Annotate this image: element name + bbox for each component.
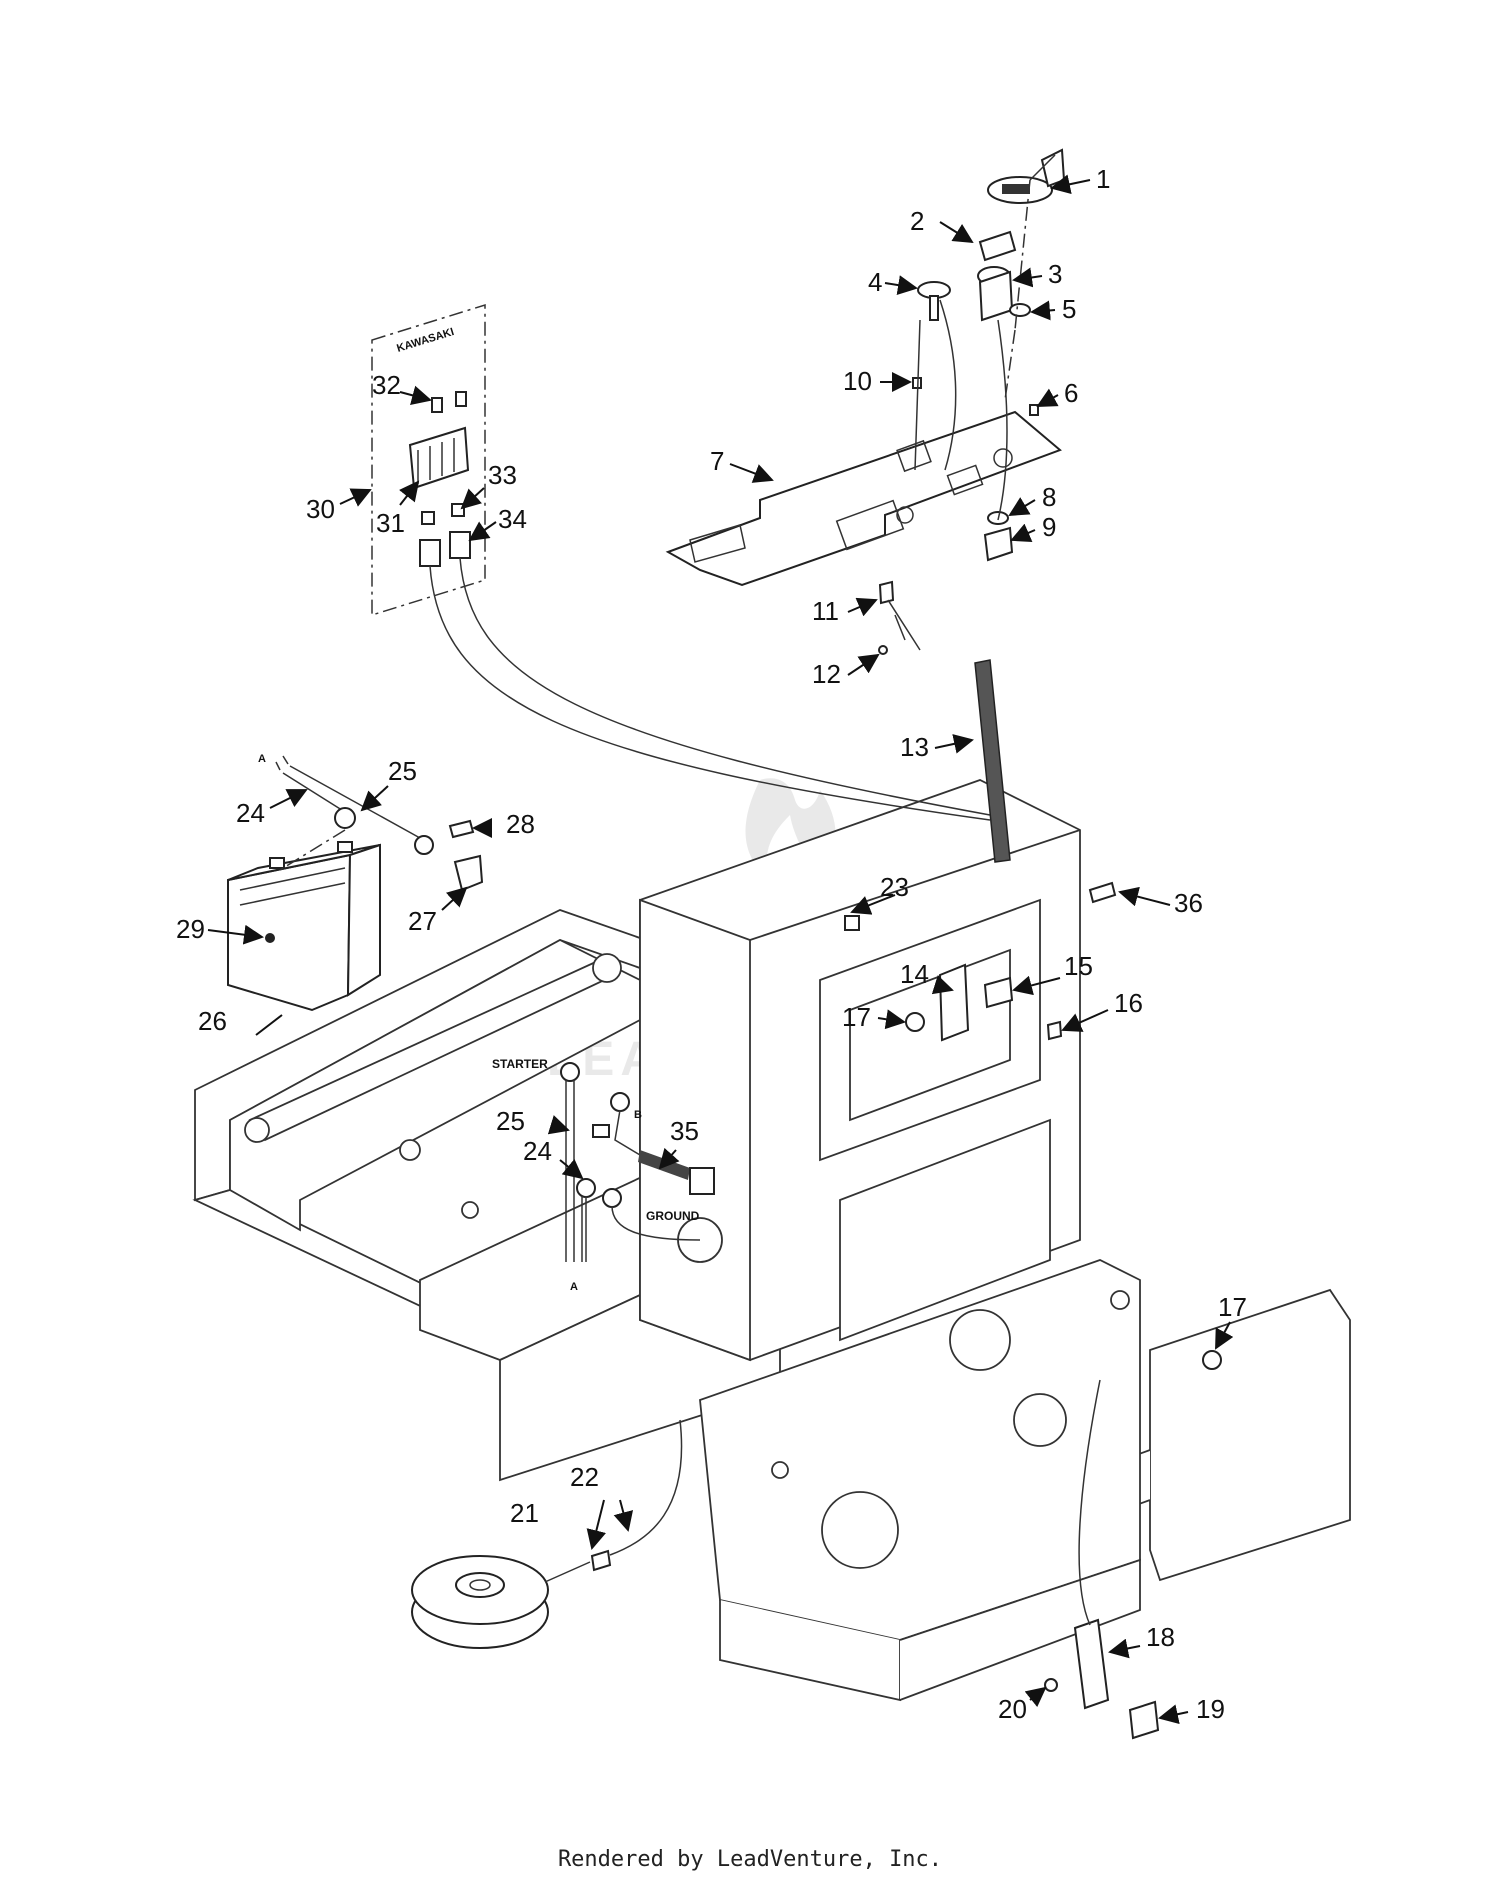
callout-30: 30	[306, 494, 335, 524]
callout-24a: 24	[236, 798, 265, 828]
callout-29: 29	[176, 914, 205, 944]
callout-25b: 25	[496, 1106, 525, 1136]
callout-10: 10	[843, 366, 872, 396]
callout-25a: 25	[388, 756, 417, 786]
b-label: B	[634, 1109, 642, 1121]
ground-label: GROUND	[646, 1209, 700, 1223]
callout-numbers: 1 2 3 4 5 6 7 8 9 10 11 12 13 14 15 16 1…	[176, 164, 1247, 1724]
callout-27: 27	[408, 906, 437, 936]
mower-frame	[192, 779, 1351, 1702]
callout-16: 16	[1114, 988, 1143, 1018]
callout-14: 14	[900, 959, 929, 989]
callout-leaders	[207, 174, 1234, 1725]
callout-15: 15	[1064, 951, 1093, 981]
callout-4: 4	[868, 267, 882, 297]
callout-26: 26	[198, 1006, 227, 1036]
callout-13: 13	[900, 732, 929, 762]
callout-2: 2	[910, 206, 924, 236]
callout-33: 33	[488, 460, 517, 490]
callout-36: 36	[1174, 888, 1203, 918]
callout-6: 6	[1064, 378, 1078, 408]
callout-35: 35	[670, 1116, 699, 1146]
callout-34: 34	[498, 504, 527, 534]
callout-19: 19	[1196, 1694, 1225, 1724]
callout-9: 9	[1042, 512, 1056, 542]
callout-5: 5	[1062, 294, 1076, 324]
battery-group: A	[227, 753, 484, 1012]
starter-label: STARTER	[492, 1057, 548, 1071]
callout-22: 22	[570, 1462, 599, 1492]
callout-12: 12	[812, 659, 841, 689]
callout-18: 18	[1146, 1622, 1175, 1652]
dash-panel-group	[665, 148, 1066, 863]
callout-28: 28	[506, 809, 535, 839]
a-bottom-label: A	[570, 1281, 578, 1293]
a-top-label: A	[258, 753, 266, 765]
misc-parts-group	[411, 881, 1222, 1740]
callout-1: 1	[1096, 164, 1110, 194]
callout-17a: 17	[842, 1002, 871, 1032]
callout-23: 23	[880, 872, 909, 902]
callout-7: 7	[710, 446, 724, 476]
callout-3: 3	[1048, 259, 1062, 289]
callout-8: 8	[1042, 482, 1056, 512]
callout-32: 32	[372, 370, 401, 400]
callout-31: 31	[376, 508, 405, 538]
callout-24b: 24	[523, 1136, 552, 1166]
callout-21: 21	[510, 1498, 539, 1528]
callout-20: 20	[998, 1694, 1027, 1724]
footer-credit: Rendered by LeadVenture, Inc.	[557, 1847, 943, 1872]
callout-11: 11	[812, 596, 839, 626]
callout-17b: 17	[1218, 1292, 1247, 1322]
